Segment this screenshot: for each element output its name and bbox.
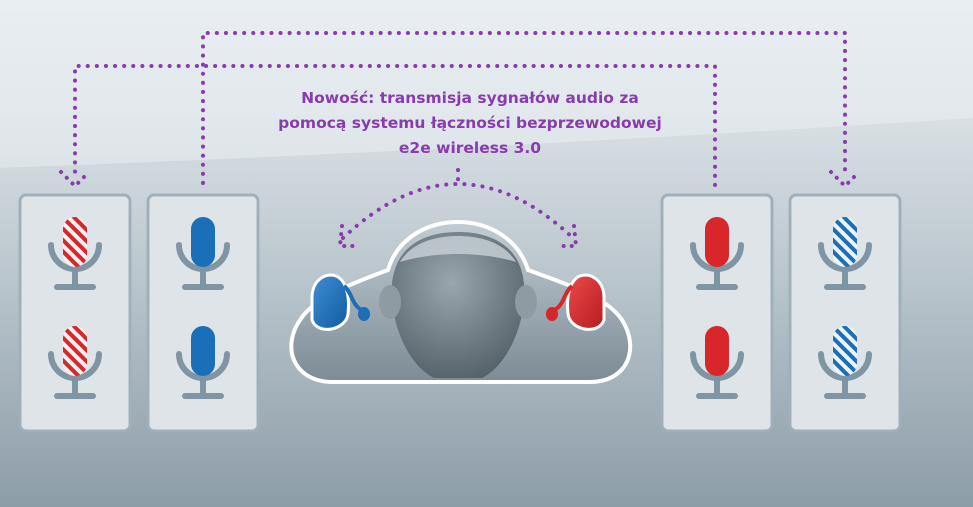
hearing-aid-icon (546, 273, 606, 331)
caption-line-1: Nowość: transmisja sygnałów audio za (301, 89, 639, 107)
caption-line-2: pomocą systemu łączności bezprzewodowej (278, 114, 662, 132)
hearing-aid-icon (310, 273, 370, 331)
microphone-icon (51, 217, 99, 287)
arrow-icon (59, 170, 861, 248)
microphone-icon (179, 217, 227, 287)
caption-line-3: e2e wireless 3.0 (398, 139, 542, 157)
diagram-caption: Nowość: transmisja sygnałów audio za pom… (250, 86, 690, 161)
microphone-icon (693, 217, 741, 287)
microphone-icon (51, 326, 99, 396)
mic-panel-right-inner (660, 193, 774, 433)
microphone-icon (693, 326, 741, 396)
microphone-icon (821, 326, 869, 396)
head-icon (379, 232, 537, 378)
mic-panel-left-inner (146, 193, 260, 433)
microphone-icon (179, 326, 227, 396)
mic-panel-right-outer (788, 193, 902, 433)
microphone-icon (821, 217, 869, 287)
connection-lines (73, 31, 847, 240)
mic-panel-left-outer (18, 193, 132, 433)
